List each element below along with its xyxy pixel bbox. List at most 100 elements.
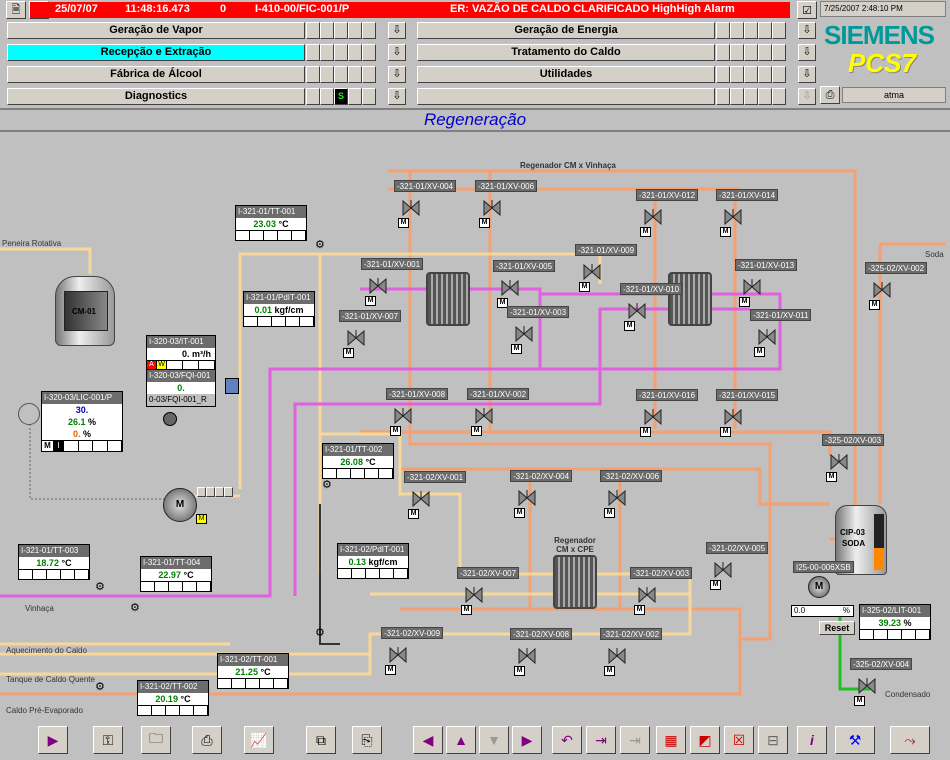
faceplate-icon[interactable]: ▦ xyxy=(656,726,686,754)
valve-icon[interactable] xyxy=(608,490,626,506)
valve-icon[interactable] xyxy=(628,303,646,319)
valve-icon[interactable] xyxy=(638,587,656,603)
printer-icon[interactable]: ⎙ xyxy=(192,726,222,754)
faceplate-tt002[interactable]: I-321-01/TT-002 26.08 °C xyxy=(322,443,394,479)
valve-icon[interactable] xyxy=(830,454,848,470)
valve-mode: M xyxy=(385,665,396,675)
valve-icon[interactable] xyxy=(743,279,761,295)
valve-icon[interactable] xyxy=(515,326,533,342)
valve-icon[interactable] xyxy=(644,409,662,425)
down-arrow-icon[interactable]: ⇩ xyxy=(798,44,816,61)
valve-icon[interactable] xyxy=(347,330,365,346)
arrow-right-icon[interactable]: ▶ xyxy=(512,726,542,754)
valve-icon[interactable] xyxy=(412,491,430,507)
valve-icon[interactable] xyxy=(389,647,407,663)
arrow-left-icon[interactable]: ◀ xyxy=(413,726,443,754)
pump-motor[interactable]: M xyxy=(163,488,197,522)
down-arrow-icon[interactable]: ⇩ xyxy=(798,66,816,83)
undo-icon[interactable]: ↶ xyxy=(552,726,582,754)
step-icon[interactable]: ⇥ xyxy=(586,726,616,754)
acknowledge-icon[interactable]: ☑ xyxy=(797,1,817,19)
valve-tag: -321-01/XV-003 xyxy=(507,306,570,318)
valve-icon[interactable] xyxy=(724,409,742,425)
area-tratamento-caldo[interactable]: Tratamento do Caldo xyxy=(417,44,715,61)
faceplate-tt004[interactable]: I-321-01/TT-004 22.97 °C xyxy=(140,556,212,592)
mute-icon[interactable]: ☒ xyxy=(724,726,754,754)
valve-icon[interactable] xyxy=(858,678,876,694)
area-utilidades[interactable]: Utilidades xyxy=(417,66,715,83)
valve-mode: M xyxy=(343,348,354,358)
faceplate-pdit001[interactable]: I-321-01/PdIT-001 0.01 kgf/cm xyxy=(243,291,315,327)
area-status-cells xyxy=(716,22,786,39)
faceplate-pdit201[interactable]: I-321-02/PdIT-001 0.13 kgf/cm xyxy=(337,543,409,579)
orifice-icon xyxy=(18,403,40,425)
valve-icon[interactable] xyxy=(394,408,412,424)
valve-icon[interactable] xyxy=(402,200,420,216)
area-geracao-energia[interactable]: Geração de Energia xyxy=(417,22,715,39)
valve-icon[interactable] xyxy=(369,278,387,294)
area-geracao-vapor[interactable]: Geração de Vapor xyxy=(7,22,305,39)
heat-exchanger[interactable] xyxy=(668,272,712,326)
faceplate-lit001[interactable]: I-325-02/LIT-001 39.23 % xyxy=(859,604,931,640)
down-arrow-icon[interactable]: ⇩ xyxy=(388,66,406,83)
valve-mode: M xyxy=(514,508,525,518)
valve-icon[interactable] xyxy=(873,282,891,298)
exit-icon[interactable]: ⤳ xyxy=(890,726,930,754)
bottom-toolbar: ▶ ⚿ 🗀 ⎙ 📈 ⧉ ⎘ ◀ ▲ ▼ ▶ ↶ ⇥ ⇥ ▦ ◩ ☒ ⊟ i ⚒ … xyxy=(0,722,950,760)
valve-tag: -321-01/XV-002 xyxy=(467,388,530,400)
soda-pump[interactable]: M xyxy=(808,576,830,598)
faceplate-tt003[interactable]: I-321-01/TT-003 18.72 °C xyxy=(18,544,90,580)
valve-tag: -321-01/XV-004 xyxy=(394,180,457,192)
copy-icon[interactable]: ⧉ xyxy=(306,726,336,754)
lock-icon[interactable]: ⊟ xyxy=(758,726,788,754)
printer-icon[interactable]: ⎙ xyxy=(820,86,840,104)
arrow-up-icon[interactable]: ▲ xyxy=(446,726,476,754)
valve-icon[interactable] xyxy=(583,264,601,280)
down-arrow-icon[interactable]: ⇩ xyxy=(388,22,406,39)
alarm-count: 0 xyxy=(220,3,227,15)
reset-button[interactable]: Reset xyxy=(819,621,855,635)
faceplate-tt001[interactable]: I-321-01/TT-001 23.03 °C xyxy=(235,205,307,241)
tank-cm01[interactable]: CM-01 xyxy=(55,276,115,346)
valve-icon[interactable] xyxy=(465,587,483,603)
down-arrow-icon[interactable]: ⇩ xyxy=(388,88,406,105)
valve-icon[interactable] xyxy=(501,280,519,296)
valve-icon[interactable] xyxy=(724,209,742,225)
info-icon[interactable]: i xyxy=(797,726,827,754)
trend-icon[interactable]: 📈 xyxy=(244,726,274,754)
heat-exchanger[interactable] xyxy=(553,555,597,609)
down-arrow-icon[interactable]: ⇩ xyxy=(798,22,816,39)
valve-icon[interactable] xyxy=(714,562,732,578)
alarm-icon[interactable]: ◩ xyxy=(690,726,720,754)
alarm-line[interactable]: 25/07/07 11:48:16.473 0 I-410-00/FIC-001… xyxy=(30,2,790,18)
area-fabrica-alcool[interactable]: Fábrica de Álcool xyxy=(7,66,305,83)
vinhaca-pipe xyxy=(0,292,782,598)
valve-icon[interactable] xyxy=(758,329,776,345)
area-recepcao-extracao[interactable]: Recepção e Extração xyxy=(7,44,305,61)
valve-icon[interactable] xyxy=(608,648,626,664)
alarm-time: 11:48:16.473 xyxy=(125,3,190,15)
play-icon[interactable]: ▶ xyxy=(38,726,68,754)
heat-exchanger[interactable] xyxy=(426,272,470,326)
faceplate-tt201[interactable]: I-321-02/TT-001 21.25 °C xyxy=(217,653,289,689)
faceplate-fqi001[interactable]: I-320-03/FQI-001 0. 0-03/FQI-001_R xyxy=(146,369,216,407)
valve-icon[interactable] xyxy=(475,408,493,424)
faceplate-tt202[interactable]: I-321-02/TT-002 20.19 °C xyxy=(137,680,209,716)
area-diagnostics[interactable]: Diagnostics xyxy=(7,88,305,105)
valve-icon[interactable] xyxy=(518,490,536,506)
tools-icon[interactable]: ⚒ xyxy=(835,726,875,754)
valve-icon[interactable] xyxy=(518,648,536,664)
area-status-cells xyxy=(716,44,786,61)
down-arrow-icon[interactable]: ⇩ xyxy=(388,44,406,61)
soda-pump-value: 0.0% xyxy=(791,605,854,617)
folder-icon[interactable]: 🗀 xyxy=(141,726,171,754)
paste-icon[interactable]: ⎘ xyxy=(352,726,382,754)
key-icon[interactable]: ⚿ xyxy=(93,726,123,754)
valve-icon[interactable] xyxy=(483,200,501,216)
valve-icon[interactable] xyxy=(644,209,662,225)
new-document-icon[interactable]: 🗎 xyxy=(6,1,26,19)
area-status-cells xyxy=(306,66,376,83)
valve-tag: -321-01/XV-014 xyxy=(716,189,779,201)
